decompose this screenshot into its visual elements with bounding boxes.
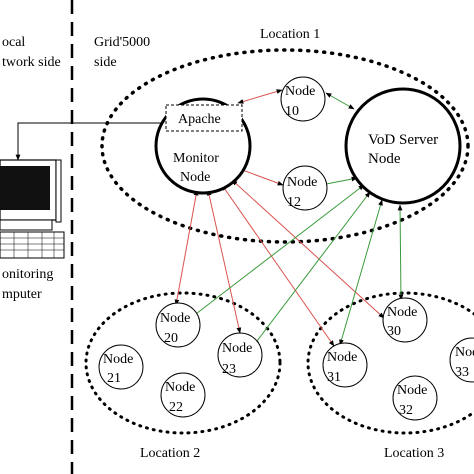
location-2-boundary <box>84 291 282 435</box>
node-12-label: Node <box>287 175 317 190</box>
grid-side-label-2: side <box>94 55 117 70</box>
node-22-label: Node <box>165 380 195 395</box>
node-30-label: Node <box>387 305 417 320</box>
node-10-label: Node <box>285 84 315 99</box>
node-23-num: 23 <box>222 362 236 377</box>
computer-monitor-icon <box>0 159 62 231</box>
apache-box <box>165 104 243 132</box>
node-12-num: 12 <box>287 195 301 210</box>
vod-server-label-1: VoD Server <box>368 132 438 148</box>
grid-side-label-1: Grid'5000 <box>94 35 150 50</box>
local-side-label-1: ocal <box>2 35 25 50</box>
node-32: Node 32 <box>392 375 438 421</box>
location-2-label: Location 2 <box>140 446 200 461</box>
node-20: Node 20 <box>155 302 201 348</box>
node-22: Node 22 <box>160 372 206 418</box>
node-10: Node 10 <box>280 76 326 122</box>
node-10-num: 10 <box>285 104 299 119</box>
node-30-num: 30 <box>387 324 401 339</box>
node-23: Node 23 <box>217 332 263 378</box>
node-33-num: 33 <box>455 365 469 380</box>
location-1-label: Location 1 <box>260 27 320 42</box>
location-3-boundary <box>306 291 474 435</box>
node-20-label: Node <box>160 311 190 326</box>
monitoring-computer-label-1: onitoring <box>2 267 53 282</box>
node-32-num: 32 <box>399 403 413 418</box>
apache-label: Apache <box>178 112 221 127</box>
node-22-num: 22 <box>169 400 183 415</box>
node-31: Node 31 <box>322 342 368 388</box>
apache-link <box>15 122 165 161</box>
node-32-label: Node <box>397 383 427 398</box>
local-side-label-2: twork side <box>2 55 61 70</box>
monitoring-computer-label-2: mputer <box>2 287 42 302</box>
node-33: Node 33 <box>449 337 474 383</box>
node-12: Node 12 <box>282 165 328 211</box>
node-21-label: Node <box>103 352 133 367</box>
node-20-num: 20 <box>164 331 178 346</box>
vod-links <box>191 92 404 346</box>
node-31-label: Node <box>327 350 357 365</box>
node-21: Node 21 <box>98 344 144 390</box>
node-30: Node 30 <box>382 297 428 343</box>
vod-server-label-2: Node <box>368 151 401 167</box>
monitor-node-label-2: Node <box>180 170 210 185</box>
keyboard-icon <box>0 231 65 259</box>
monitor-node-label-1: Monitor <box>173 151 219 166</box>
location-3-label: Location 3 <box>384 446 444 461</box>
node-31-num: 31 <box>327 370 341 385</box>
node-23-label: Node <box>222 341 252 356</box>
node-33-label: Node <box>455 345 474 360</box>
vod-server-node <box>344 87 462 205</box>
node-21-num: 21 <box>107 371 121 386</box>
